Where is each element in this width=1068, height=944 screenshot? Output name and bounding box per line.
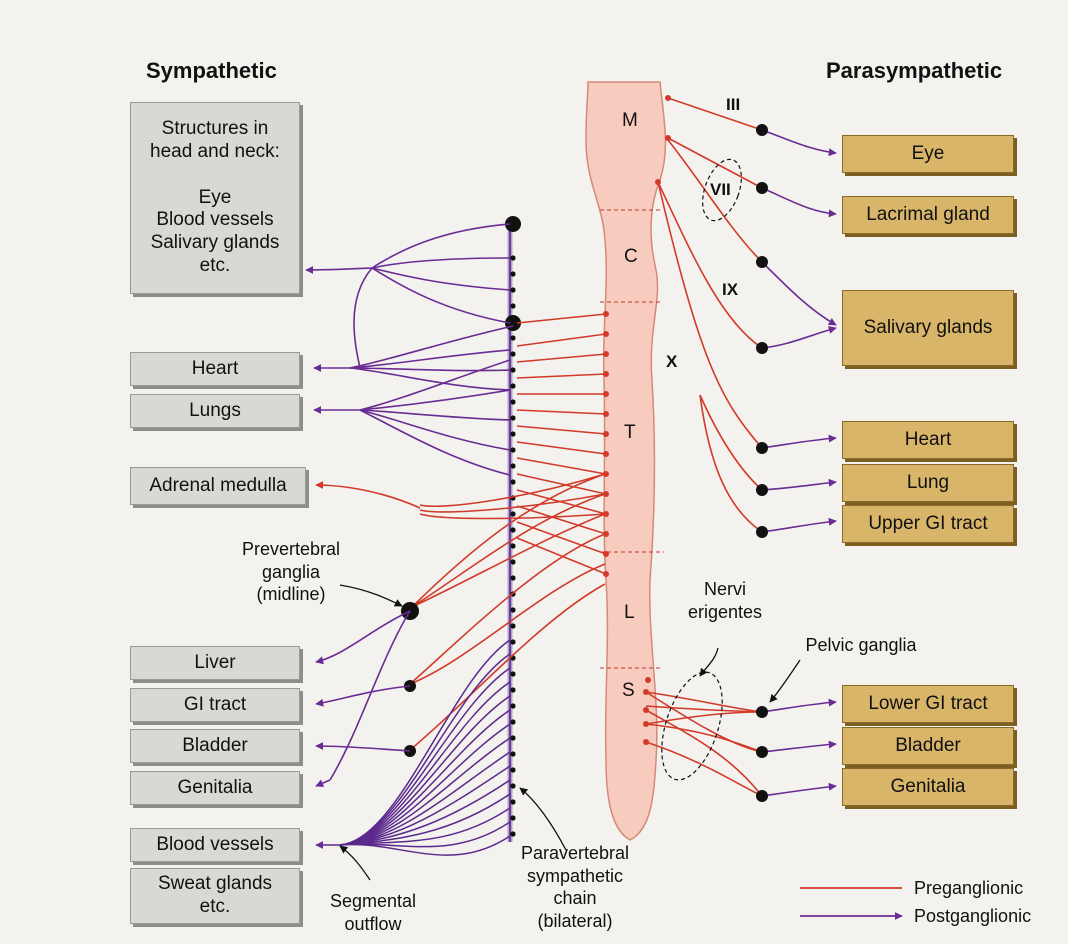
pelvic-ganglia-label: Pelvic ganglia (786, 634, 936, 657)
chain-ganglion (510, 399, 515, 404)
target-upper-gi: Upper GI tract (842, 505, 1014, 543)
chain-ganglion (510, 735, 515, 740)
segment-s: S (622, 680, 635, 702)
target-blood-vessels: Blood vessels (130, 828, 300, 862)
target-adrenal-medulla: Adrenal medulla (130, 467, 306, 505)
chain-ganglion (510, 319, 515, 324)
nerve-iii: III (726, 95, 740, 115)
chain-ganglion (510, 831, 515, 836)
chain-ganglion (510, 719, 515, 724)
target-lungs-sym: Lungs (130, 394, 300, 428)
chain-ganglion (510, 367, 515, 372)
nerve-ix: IX (722, 280, 738, 300)
nervi-erigentes-label: Nervi erigentes (680, 578, 770, 623)
target-lower-gi: Lower GI tract (842, 685, 1014, 723)
legend-preganglionic: Preganglionic (914, 877, 1023, 900)
chain-ganglion (510, 639, 515, 644)
chain-ganglion (510, 623, 515, 628)
chain-ganglion (510, 815, 515, 820)
segmental-fiber (340, 752, 510, 845)
segment-l: L (624, 602, 635, 624)
chain-ganglion (510, 799, 515, 804)
paravertebral-chain (505, 216, 521, 842)
chain-ganglion (510, 543, 515, 548)
target-heart-sym: Heart (130, 352, 300, 386)
target-head-neck: Structures in head and neck: Eye Blood v… (130, 102, 300, 294)
target-liver: Liver (130, 646, 300, 680)
chain-ganglion (510, 559, 515, 564)
target-bladder-sym: Bladder (130, 729, 300, 763)
preganglionic-fiber (517, 374, 606, 378)
target-eye: Eye (842, 135, 1014, 173)
preganglionic-fiber (517, 354, 606, 362)
preganglionic-fiber (517, 334, 606, 346)
preganglionic-fiber (517, 522, 606, 554)
chain-ganglion (510, 703, 515, 708)
chain-ganglion (510, 767, 515, 772)
chain-ganglion (510, 383, 515, 388)
chain-ganglion (510, 607, 515, 612)
chain-ganglion (510, 431, 515, 436)
spinal-cord (586, 82, 665, 840)
prevertebral-ganglia-label: Prevertebral ganglia (midline) (226, 538, 356, 606)
chain-ganglion (510, 463, 515, 468)
preganglionic-fiber (517, 426, 606, 434)
chain-ganglion (510, 255, 515, 260)
chain-ganglion (510, 447, 515, 452)
target-genitalia-para: Genitalia (842, 768, 1014, 806)
nerve-x: X (666, 352, 677, 372)
preganglionic-fiber (517, 410, 606, 414)
target-heart-para: Heart (842, 421, 1014, 459)
target-genitalia-sym: Genitalia (130, 771, 300, 805)
chain-ganglion (510, 687, 515, 692)
chain-ganglion (510, 287, 515, 292)
segmental-outflow-label: Segmental outflow (318, 890, 428, 935)
chain-ganglion (510, 303, 515, 308)
chain-ganglion (510, 751, 515, 756)
parasympathetic-header: Parasympathetic (826, 58, 1002, 84)
sympathetic-header: Sympathetic (146, 58, 277, 84)
chain-ganglion (510, 415, 515, 420)
target-sweat-glands: Sweat glands etc. (130, 868, 300, 924)
segment-c: C (624, 246, 638, 268)
chain-ganglion (510, 671, 515, 676)
legend-postganglionic: Postganglionic (914, 905, 1031, 928)
target-gi-tract: GI tract (130, 688, 300, 722)
chain-ganglion (510, 351, 515, 356)
target-salivary-glands: Salivary glands (842, 290, 1014, 366)
nerve-vii: VII (710, 180, 731, 200)
chain-ganglion (510, 783, 515, 788)
segment-t: T (624, 422, 636, 444)
target-lung-para: Lung (842, 464, 1014, 502)
chain-ganglion (510, 527, 515, 532)
preganglionic-fiber (517, 442, 606, 454)
preganglionic-fiber (517, 458, 606, 474)
target-bladder-para: Bladder (842, 727, 1014, 765)
chain-ganglion (510, 479, 515, 484)
chain-ganglion (510, 335, 515, 340)
chain-ganglion (510, 511, 515, 516)
chain-ganglion (510, 271, 515, 276)
paravertebral-chain-label: Paravertebral sympathetic chain (bilater… (500, 842, 650, 932)
segment-m: M (622, 110, 638, 132)
target-lacrimal-gland: Lacrimal gland (842, 196, 1014, 234)
chain-ganglion (510, 575, 515, 580)
preganglionic-fiber (517, 314, 606, 323)
